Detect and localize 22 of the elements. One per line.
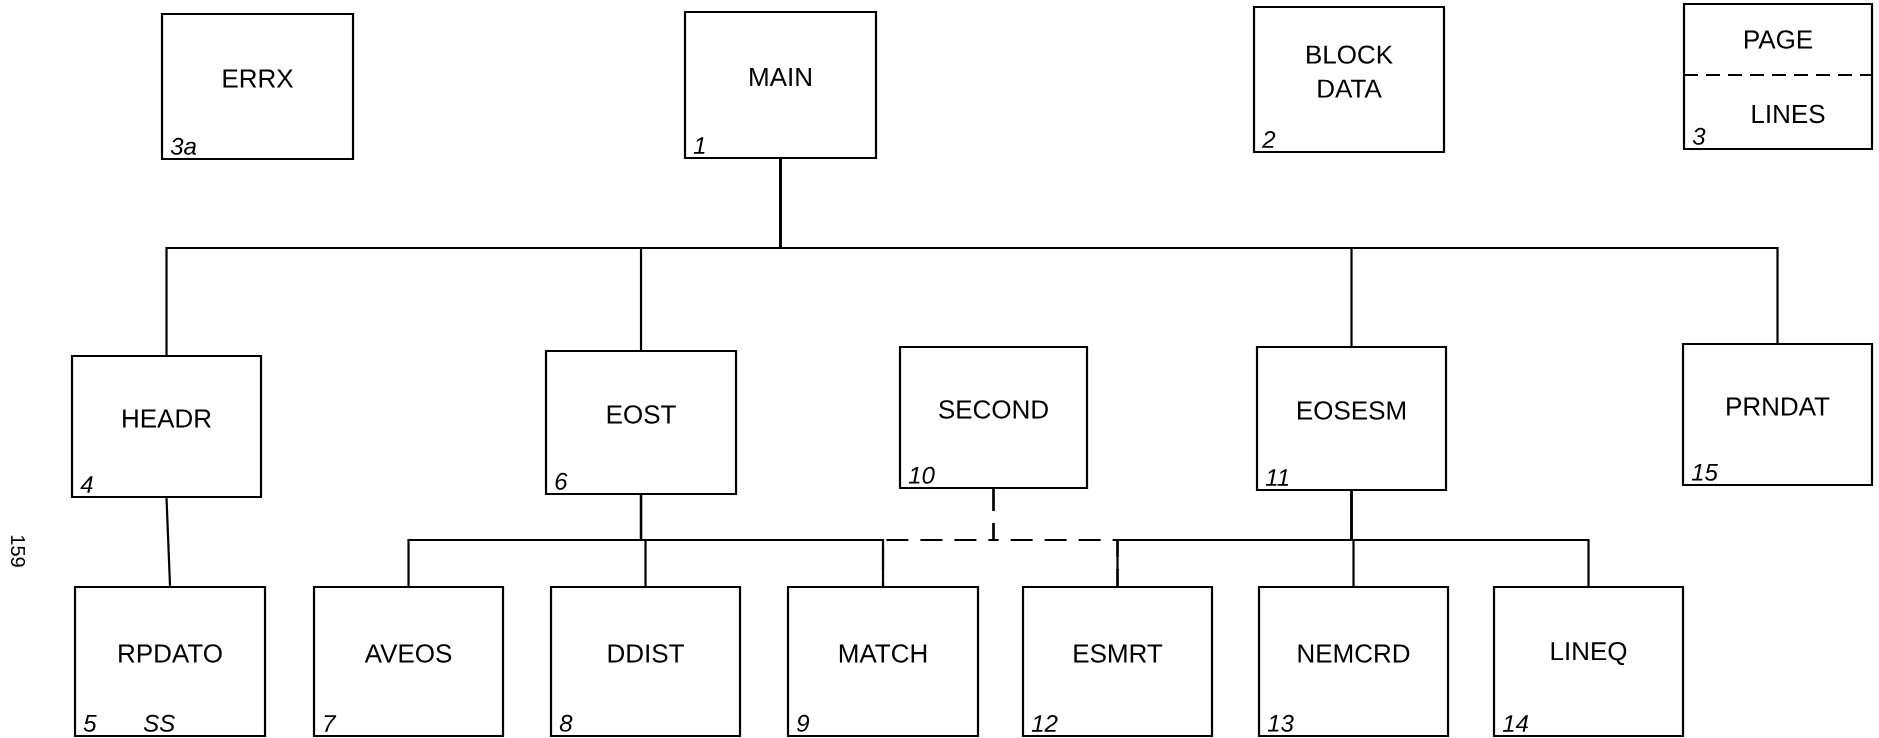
module-box: MATCH 9 [786, 585, 980, 738]
module-box: NEMCRD 13 [1257, 585, 1450, 738]
module-box: RPDATO 5 SS [73, 585, 267, 738]
module-box: ESMRT 12 [1021, 585, 1214, 738]
module-box: AVEOS 7 [312, 585, 505, 738]
connector-line [992, 489, 1119, 586]
module-box: LINEQ 14 [1492, 585, 1685, 738]
module-box: SECOND 10 [898, 345, 1089, 490]
connector-line [1350, 491, 1590, 586]
module-box: PRNDAT 15 [1681, 342, 1874, 487]
connector-line [779, 159, 1779, 343]
connector-line [165, 498, 172, 586]
page-number: 159 [10, 535, 26, 567]
module-box: HEADR 4 [70, 354, 263, 499]
module-box: MAIN 1 [683, 10, 878, 160]
module-box: ERRX 3a [160, 12, 355, 161]
module-box: PAGE LINES 3 [1682, 2, 1874, 151]
module-box: EOSESM 11 [1255, 345, 1448, 492]
module-box: EOST 6 [544, 349, 738, 496]
module-box: DDIST 8 [549, 585, 742, 738]
connector-line [639, 495, 885, 586]
module-box: BLOCK DATA 2 [1252, 5, 1446, 154]
